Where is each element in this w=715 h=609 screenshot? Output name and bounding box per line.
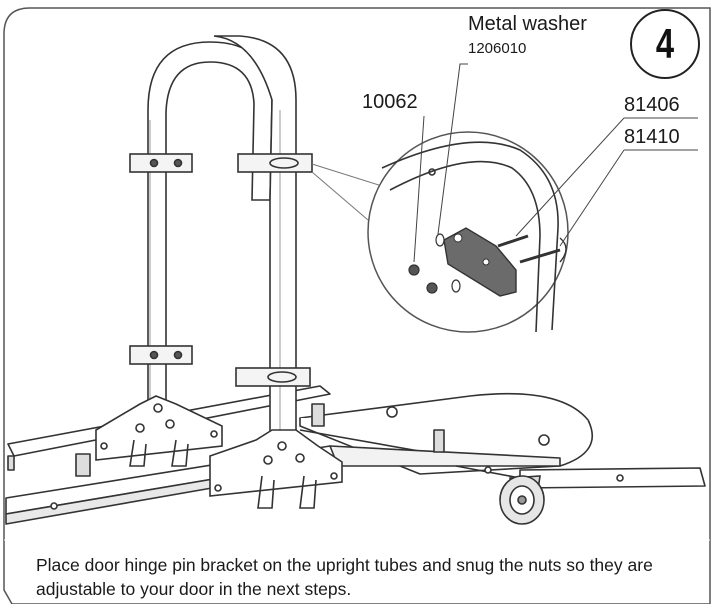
metal-washer-label: Metal washer <box>468 13 587 35</box>
nut-part-number: 10062 <box>362 91 418 113</box>
step-number: 4 <box>655 20 675 67</box>
gusset-plates <box>95 395 343 509</box>
step-circle <box>630 9 700 79</box>
page-frame <box>3 7 711 605</box>
caster-wheel <box>499 475 545 525</box>
zoom-leader <box>311 163 383 221</box>
long-bolt-part-number: 81410 <box>624 126 680 148</box>
short-bolt-part-number: 81406 <box>624 94 680 116</box>
hinge-pin-bracket <box>443 227 517 297</box>
metal-washer-part-number: 1206010 <box>468 40 527 57</box>
instruction-caption: Place door hinge pin bracket on the upri… <box>36 555 653 599</box>
callout-leaders <box>413 63 698 263</box>
tube-clamps <box>129 153 313 387</box>
detail-inset <box>367 131 569 333</box>
